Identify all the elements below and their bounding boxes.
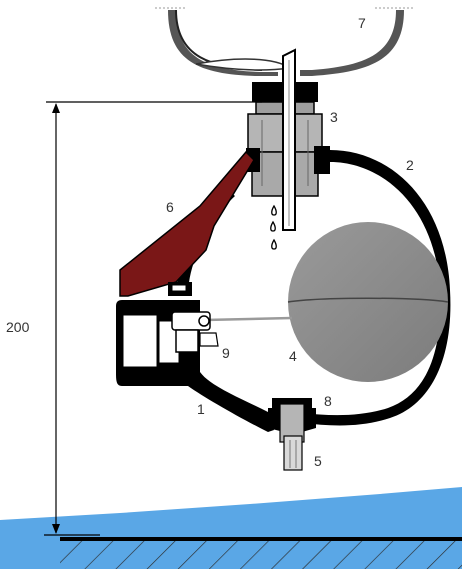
callout-2: 2	[406, 157, 414, 173]
drain-fitting	[268, 398, 316, 471]
callout-5: 5	[314, 453, 322, 469]
lever-arm	[119, 150, 255, 297]
callout-6: 6	[166, 199, 174, 215]
callout-9: 9	[222, 345, 230, 361]
callout-8: 8	[324, 393, 332, 409]
hatched-ground	[60, 540, 462, 569]
callout-1: 1	[197, 401, 205, 417]
callout-7: 7	[358, 15, 366, 31]
ground-and-water	[0, 487, 462, 569]
float-rod	[204, 316, 293, 322]
pivot-mechanism	[171, 311, 219, 362]
drops-icon	[270, 204, 277, 250]
shaft-plate	[282, 48, 296, 231]
float-ball	[287, 222, 449, 382]
valve-housing	[116, 150, 451, 432]
callout-3: 3	[330, 109, 338, 125]
dimension-line	[44, 101, 262, 536]
dimension-value: 200	[6, 319, 30, 335]
callout-4: 4	[289, 348, 297, 364]
